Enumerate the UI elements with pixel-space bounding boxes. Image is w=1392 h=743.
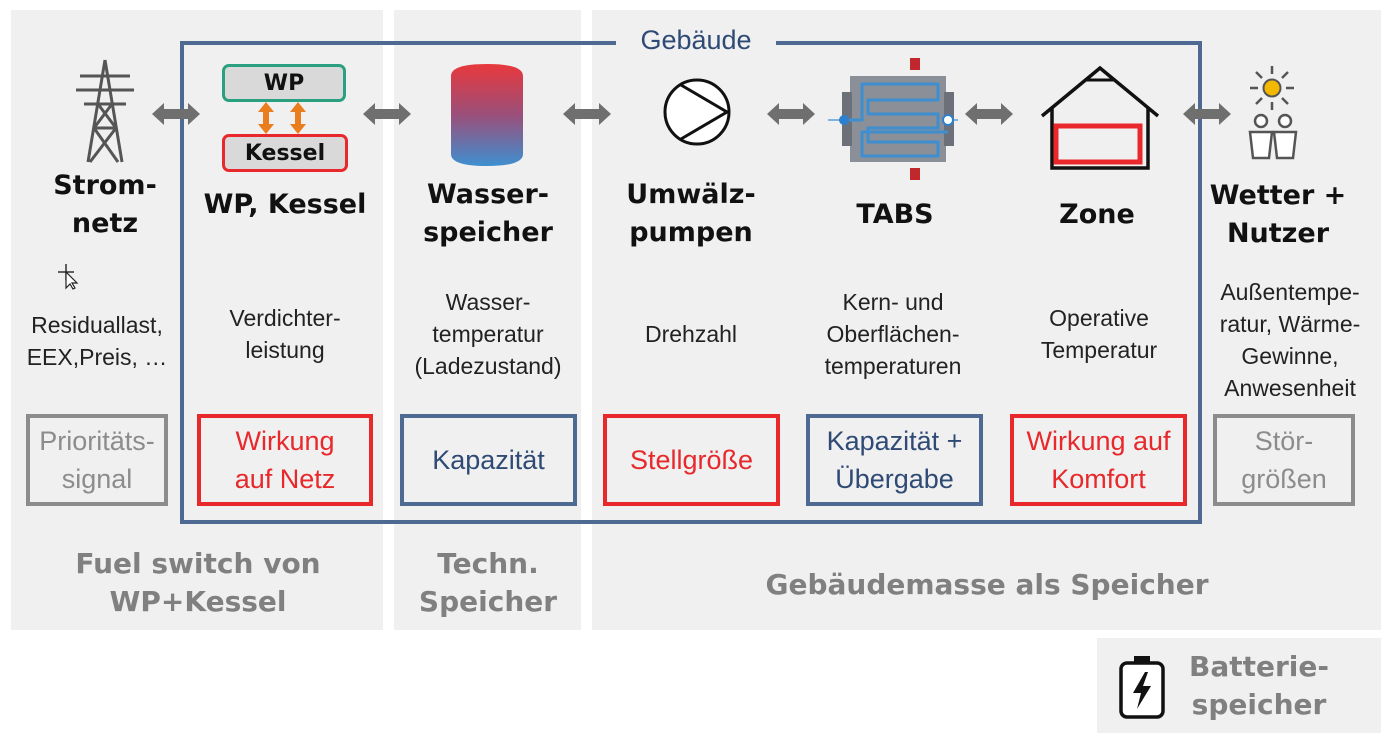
cursor-icon [58,264,79,290]
box-stoergroessen: Stör- größen [1213,414,1355,506]
box-kapazitaet-uebergabe: Kapazität + Übergabe [806,414,983,506]
box-prioritaetssignal: Prioritäts- signal [26,414,168,506]
bidirectional-arrow-icon [767,103,815,125]
bidirectional-arrow-icon [1183,103,1231,125]
tabs-icon [828,58,958,180]
desc-umwaelzpumpen: Drehzahl [644,321,738,347]
section-gebaeudemasse: Gebäudemasse als Speicher [765,568,1209,601]
pump-icon [663,78,731,146]
bidirectional-arrow-icon [363,103,411,125]
section-techn-speicher: Techn. Speicher [418,547,558,618]
desc-stromnetz: Residuallast, EEX,Preis, … [26,312,168,370]
people-icon [1248,113,1298,160]
box-wirkung-auf-netz: Wirkung auf Netz [197,414,373,506]
house-icon [1040,65,1160,170]
desc-wasserspeicher: Wasser- temperatur (Ladezustand) [414,289,562,379]
bidirectional-arrow-icon [152,103,200,125]
section-fuel-switch: Fuel switch von WP+Kessel [75,547,321,618]
wp-icon-box: WP [222,64,346,102]
kessel-icon-box: Kessel [222,134,348,172]
title-umwaelzpumpen: Umwälz- pumpen [626,179,756,248]
title-tabs: TABS [856,199,934,230]
title-wp-kessel: WP, Kessel [203,189,367,220]
desc-wetter-nutzer: Außentempe- ratur, Wärme- Gewinne, Anwes… [1219,279,1361,401]
title-zone: Zone [1059,199,1135,230]
desc-wp-kessel: Verdichter- leistung [229,305,341,363]
water-tank-icon [451,64,523,166]
power-tower-icon [76,59,134,163]
battery-icon [1119,656,1165,719]
title-wetter-nutzer: Wetter + Nutzer [1209,180,1347,249]
title-wasserspeicher: Wasser- speicher [423,179,553,248]
desc-tabs: Kern- und Oberflächen- temperaturen [824,289,962,379]
bidirectional-arrow-icon [965,103,1013,125]
box-kapazitaet: Kapazität [400,414,577,506]
sun-icon [1250,66,1294,110]
box-stellgroesse: Stellgröße [603,414,780,506]
title-stromnetz: Strom- netz [53,170,157,239]
box-wirkung-auf-komfort: Wirkung auf Komfort [1010,414,1187,506]
desc-zone: Operative Temperatur [1040,305,1158,363]
legend-batteriespeicher: Batterie- speicher [1188,650,1329,721]
bidirectional-arrow-icon [563,103,611,125]
exchange-arrows-icon [258,102,306,134]
gebaeude-label: Gebäude [616,22,776,58]
